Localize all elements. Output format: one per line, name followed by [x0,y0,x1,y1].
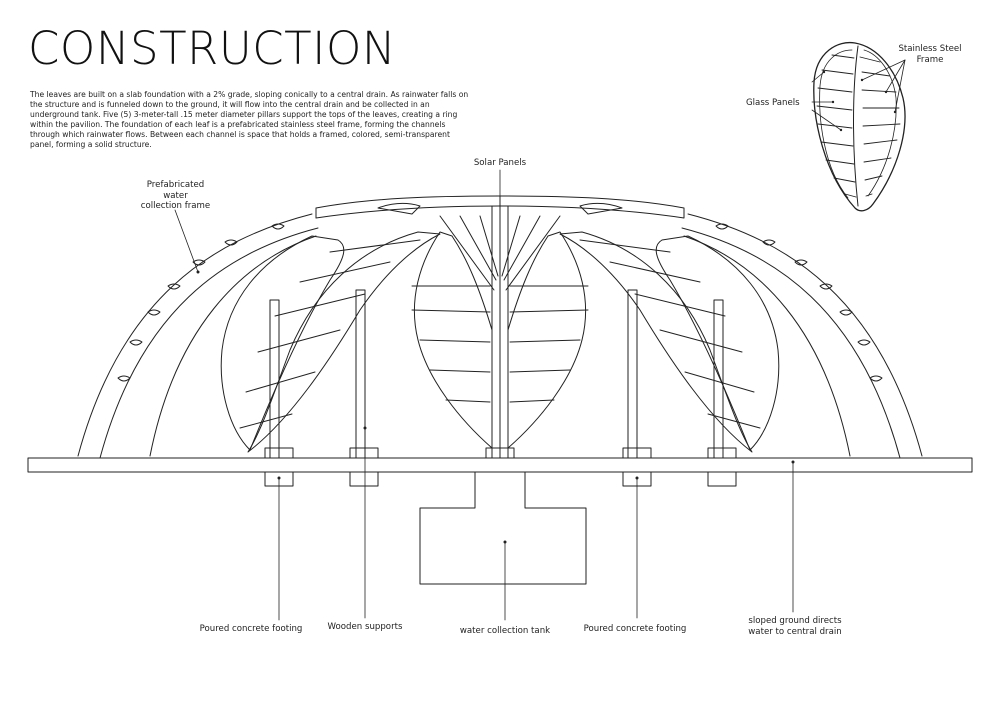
label-glass-panels: Glass Panels [746,98,800,108]
roof-ring [315,195,685,219]
inset-leader-lines [811,59,906,131]
leaf-inner-outline [819,49,853,199]
label-collection-frame: Prefabricated water collection frame [140,180,211,211]
leader-dots [196,70,897,544]
label-stainless-steel-frame: Stainless Steel Frame [898,44,962,65]
channel-notches-right [715,223,883,382]
leaf-left-outer [220,235,345,451]
leader-lines [174,169,794,621]
label-footing-left: Poured concrete footing [199,624,303,634]
pavilion-section [27,195,973,585]
label-wooden-supports: Wooden supports [327,622,403,632]
leaf-panel-ribs [816,54,901,198]
struts [439,215,561,291]
label-sloped-ground: sloped ground directs water to central d… [748,616,842,637]
leaf-midrib [853,45,859,207]
leaf-right-outer [655,235,780,451]
wooden-support-pillars [269,289,724,459]
concrete-footings [264,447,737,487]
description-paragraph: The leaves are built on a slab foundatio… [30,90,469,149]
leaf-right-inner [507,231,587,449]
leaf-right-mid [559,231,753,453]
leaf-outline [813,41,906,212]
channel-notches-left [117,223,285,382]
water-collection-tank [419,471,587,585]
leaf-left-mid [247,231,441,453]
label-water-tank: water collection tank [459,626,551,636]
leaf-detail-inset [811,41,906,212]
solar-panel [377,202,623,215]
page-title: CONSTRUCTION [28,22,397,75]
label-solar-panels: Solar Panels [473,158,527,168]
label-footing-right: Poured concrete footing [583,624,687,634]
leaf-left-inner [413,231,493,449]
ground-slab [27,457,973,473]
